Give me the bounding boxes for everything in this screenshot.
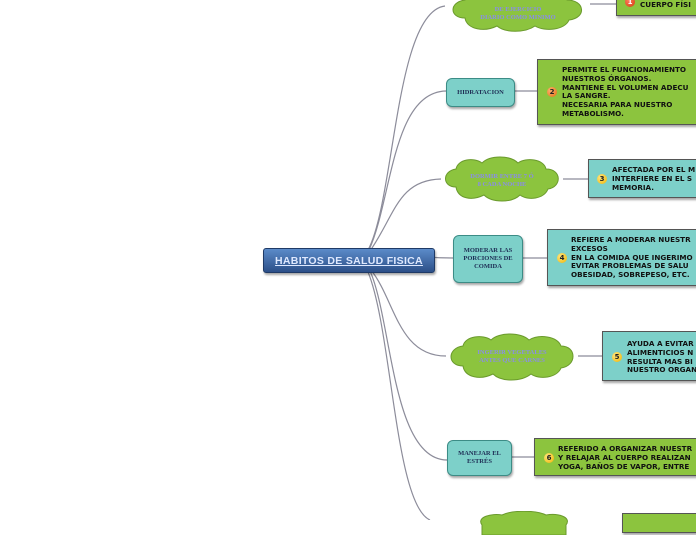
topic-daily-exercise[interactable]: DE EJERCICIO DIARIO COMO MINIMO [445, 0, 591, 32]
detail-box-partial-bottom[interactable] [622, 513, 696, 533]
topic-sleep-label: DORMIR ENTRE 7 Ó 8 CADA NOCHE [470, 173, 534, 188]
badge-2: 2 [547, 87, 557, 97]
cloud-shape [450, 333, 574, 381]
badge-1: 1 [625, 0, 635, 7]
topic-hydration[interactable]: HIDRATACION [446, 78, 515, 107]
badge-6: 6 [544, 453, 554, 463]
detail-box-vegetables[interactable]: 5 AYUDA A EVITAR ALIMENTICIOS N RESULTA … [602, 331, 696, 381]
cloud-shape [445, 156, 559, 202]
cloud-shape [480, 511, 568, 535]
topic-sleep[interactable]: DORMIR ENTRE 7 Ó 8 CADA NOCHE [440, 155, 564, 203]
detail-portions-text: REFIERE A MODERAR NUESTR EXCESOS EN LA C… [571, 235, 693, 280]
topic-stress[interactable]: MANEJAR EL ESTRÉS [447, 440, 512, 476]
cloud-shape [452, 0, 582, 32]
badge-4: 4 [557, 253, 567, 263]
topic-stress-label: MANEJAR EL ESTRÉS [458, 450, 501, 465]
detail-vegetables-text: AYUDA A EVITAR ALIMENTICIOS N RESULTA MA… [627, 339, 696, 375]
topic-vegetables-label: INGERIR VEGETALES ANTES QUE CARNES [477, 349, 547, 364]
topic-moderate-portions[interactable]: MODERAR LAS PORCIONES DE COMIDA [453, 235, 523, 283]
topic-daily-exercise-label: DE EJERCICIO DIARIO COMO MINIMO [480, 6, 556, 21]
topic-moderate-portions-label: MODERAR LAS PORCIONES DE COMIDA [463, 247, 513, 270]
detail-sleep-text: AFECTADA POR EL M INTERFIERE EN EL S MEM… [612, 165, 696, 192]
detail-box-hydration[interactable]: 2 PERMITE EL FUNCIONAMIENTO NUESTROS ÓRG… [537, 59, 696, 125]
detail-box-exercise[interactable]: 1 CUERPO FÍSI [616, 0, 696, 16]
detail-box-portions[interactable]: 4 REFIERE A MODERAR NUESTR EXCESOS EN LA… [547, 229, 696, 286]
central-topic-label: HABITOS DE SALUD FISICA [275, 254, 423, 267]
detail-exercise-text: CUERPO FÍSI [640, 0, 691, 9]
detail-box-stress[interactable]: 6 REFERIDO A ORGANIZAR NUESTR Y RELAJAR … [534, 438, 696, 476]
detail-hydration-text: PERMITE EL FUNCIONAMIENTO NUESTROS ÓRGAN… [562, 65, 689, 118]
badge-5: 5 [612, 352, 622, 362]
detail-box-sleep[interactable]: 3 AFECTADA POR EL M INTERFIERE EN EL S M… [588, 159, 696, 198]
topic-partial-bottom[interactable] [472, 511, 576, 535]
topic-hydration-label: HIDRATACION [457, 88, 504, 96]
badge-3: 3 [597, 174, 607, 184]
topic-vegetables[interactable]: INGERIR VEGETALES ANTES QUE CARNES [445, 332, 579, 382]
detail-stress-text: REFERIDO A ORGANIZAR NUESTR Y RELAJAR AL… [558, 444, 693, 471]
central-topic[interactable]: HABITOS DE SALUD FISICA [263, 248, 435, 273]
